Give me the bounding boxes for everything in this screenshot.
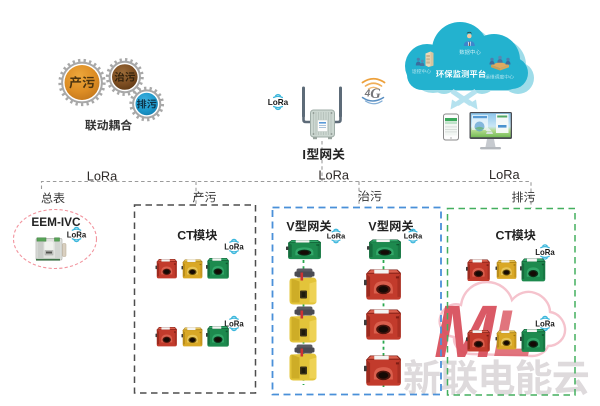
svg-text:LoRa: LoRa bbox=[535, 319, 555, 328]
svg-text:G: G bbox=[370, 86, 381, 102]
svg-text:4: 4 bbox=[364, 89, 371, 100]
svg-text:V: V bbox=[368, 220, 377, 234]
svg-text:LoRa: LoRa bbox=[67, 230, 87, 239]
svg-text:LoRa: LoRa bbox=[87, 169, 118, 184]
svg-text:LoRa: LoRa bbox=[327, 232, 346, 241]
svg-text:LoRa: LoRa bbox=[224, 319, 244, 328]
svg-text:LoRa: LoRa bbox=[224, 242, 244, 251]
svg-text:V: V bbox=[286, 220, 295, 234]
svg-text:EEM-IVC: EEM-IVC bbox=[31, 215, 81, 229]
svg-text:LoRa: LoRa bbox=[318, 168, 349, 183]
svg-text:LoRa: LoRa bbox=[404, 232, 423, 241]
svg-text:LoRa: LoRa bbox=[535, 248, 555, 257]
svg-text:CT: CT bbox=[496, 229, 513, 243]
svg-text:LoRa: LoRa bbox=[268, 98, 289, 107]
svg-text:LoRa: LoRa bbox=[489, 167, 520, 182]
svg-text:I: I bbox=[302, 147, 306, 162]
svg-text:CT: CT bbox=[177, 229, 194, 243]
